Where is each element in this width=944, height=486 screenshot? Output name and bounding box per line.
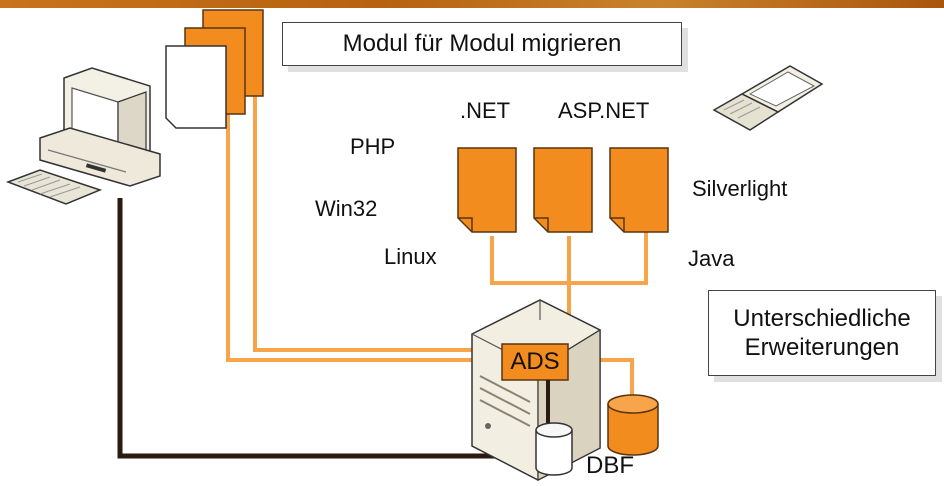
client-dbf-connector bbox=[117, 198, 540, 459]
top-accent-bar bbox=[0, 0, 944, 8]
label-silverlight: Silverlight bbox=[692, 176, 788, 201]
ads-label: ADS bbox=[510, 348, 560, 375]
extensions-callout-line1: Unterschiedliche bbox=[733, 305, 911, 332]
ads-engine-box bbox=[501, 343, 569, 381]
extensions-callout-line2: Erweiterungen bbox=[744, 334, 900, 361]
label-net: .NET bbox=[460, 98, 511, 123]
label-java: Java bbox=[688, 246, 735, 271]
document-stack bbox=[165, 9, 264, 129]
migration-title-box: Modul für Modul migrieren bbox=[282, 22, 682, 66]
silverlight-module-doc bbox=[609, 147, 669, 233]
label-php: PHP bbox=[350, 134, 396, 159]
desktop-computer-icon bbox=[5, 67, 161, 205]
doc-ads-connector-2 bbox=[253, 92, 502, 352]
extensions-callout-box: Unterschiedliche Erweiterungen bbox=[708, 290, 936, 376]
storage-database-icon bbox=[607, 394, 659, 456]
migration-title: Modul für Modul migrieren bbox=[342, 30, 622, 57]
dbf-label: DBF bbox=[586, 452, 634, 479]
doc-ads-connector-1 bbox=[226, 90, 502, 362]
label-aspnet: ASP.NET bbox=[558, 98, 650, 123]
label-linux: Linux bbox=[384, 244, 437, 269]
laptop-icon bbox=[712, 65, 824, 131]
net-module-doc bbox=[457, 147, 517, 233]
label-win32: Win32 bbox=[315, 196, 378, 221]
dbf-database-icon bbox=[535, 422, 573, 476]
aspnet-module-doc bbox=[533, 147, 593, 233]
